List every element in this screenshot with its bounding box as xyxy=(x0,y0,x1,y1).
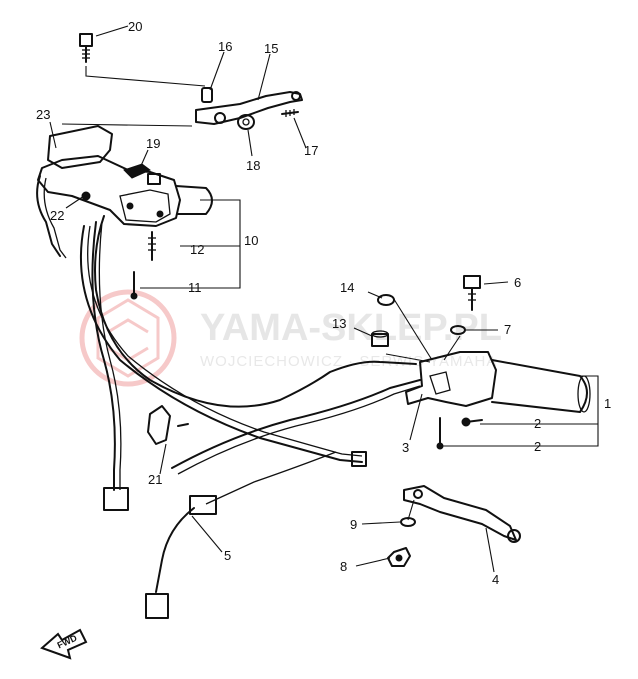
callout-22: 22 xyxy=(50,208,64,223)
callout-7: 7 xyxy=(504,322,511,337)
callout-labels: 20 16 15 23 19 18 17 22 10 12 11 14 6 13… xyxy=(36,19,611,587)
connector-5 xyxy=(189,495,217,515)
callout-23: 23 xyxy=(36,107,50,122)
screw-12 xyxy=(148,231,156,261)
callout-18: 18 xyxy=(246,158,260,173)
callout-11: 11 xyxy=(188,280,202,295)
watermark-logo xyxy=(79,289,177,387)
callout-12: 12 xyxy=(190,242,204,257)
callout-20: 20 xyxy=(128,19,142,34)
callout-4: 4 xyxy=(492,572,499,587)
watermark-subtitle: WOJCIECHOWICZ · SERWIS YAMAHA xyxy=(200,353,497,370)
callout-14: 14 xyxy=(340,280,354,295)
left-switch-assembly xyxy=(36,33,303,300)
pin-16 xyxy=(201,87,213,103)
clamp-21 xyxy=(147,405,189,445)
bolt-20 xyxy=(79,33,93,63)
lever-4 xyxy=(403,485,521,543)
washer-9 xyxy=(400,517,416,527)
callout-3: 3 xyxy=(402,440,409,455)
washer-14 xyxy=(377,294,395,306)
connector-bottom xyxy=(145,593,169,619)
lever-15 xyxy=(195,91,303,125)
callout-1: 1 xyxy=(604,396,611,411)
callout-16: 16 xyxy=(218,39,232,54)
callout-19: 19 xyxy=(146,136,160,151)
connector-left xyxy=(103,487,129,511)
watermark: YAMA-SKLEP.PL WOJCIECHOWICZ · SERWIS YAM… xyxy=(79,289,502,387)
bolt-6 xyxy=(463,275,481,311)
callout-10: 10 xyxy=(244,233,258,248)
cables xyxy=(79,215,421,619)
callout-5: 5 xyxy=(224,548,231,563)
watermark-logo-inner xyxy=(96,298,160,378)
callout-leaders xyxy=(49,25,509,573)
callout-13: 13 xyxy=(332,316,346,331)
callout-2-upper: 2 xyxy=(534,416,541,431)
watermark-brand: YAMA-SKLEP.PL xyxy=(200,307,502,349)
screw-2a xyxy=(461,417,483,427)
callout-21: 21 xyxy=(148,472,162,487)
callout-2-lower: 2 xyxy=(534,439,541,454)
screw-17 xyxy=(281,109,299,117)
washer-7 xyxy=(450,325,466,335)
nut-8 xyxy=(387,547,411,567)
left-switch-housing xyxy=(37,125,213,227)
callout-6: 6 xyxy=(514,275,521,290)
screw-11 xyxy=(130,271,138,300)
callout-8: 8 xyxy=(340,559,347,574)
collar-18 xyxy=(237,114,255,130)
nut-13 xyxy=(371,330,389,347)
fwd-arrow-icon: FWD xyxy=(40,628,88,660)
callout-9: 9 xyxy=(350,517,357,532)
grip-1 xyxy=(491,359,588,413)
right-lever-assembly xyxy=(371,275,599,567)
callout-15: 15 xyxy=(264,41,278,56)
callout-17: 17 xyxy=(304,143,318,158)
screw-2b xyxy=(436,417,444,450)
